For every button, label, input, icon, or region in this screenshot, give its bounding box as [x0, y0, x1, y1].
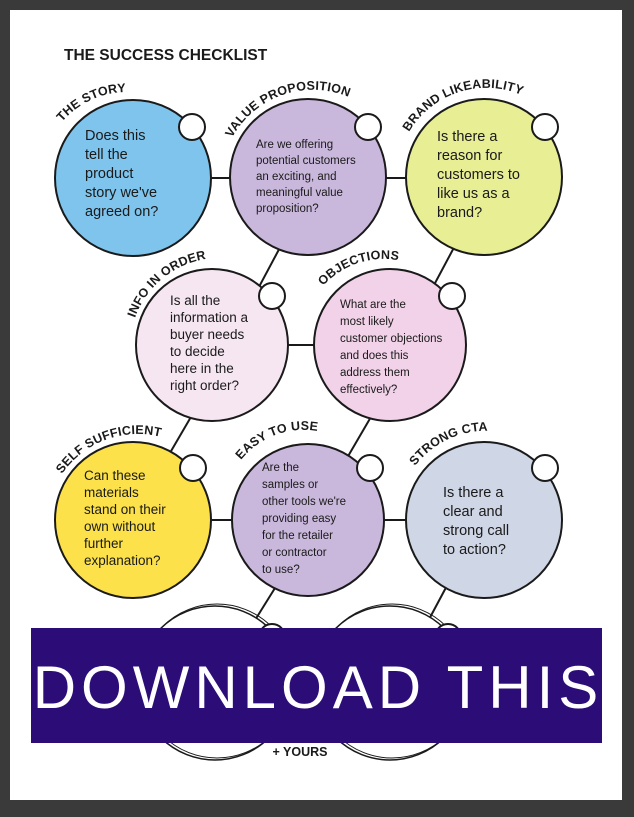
download-banner-text[interactable]: DOWNLOAD THIS — [33, 654, 604, 721]
value-question: Are we offering potential customers an e… — [256, 139, 359, 215]
download-banner[interactable]: DOWNLOAD THIS — [31, 628, 603, 743]
brand-question: Is there a reason for customers to like … — [437, 129, 524, 221]
objections-checkbox[interactable] — [438, 282, 466, 310]
checklist-item-strong-cta: STRONG CTA Is there a clear and strong c… — [405, 420, 563, 599]
cta-checkbox[interactable] — [531, 454, 559, 482]
cta-question: Is there a clear and strong call to acti… — [443, 485, 513, 558]
value-checkbox[interactable] — [354, 113, 382, 141]
yours-label: + YOURS — [273, 745, 328, 759]
info-question: Is all the information a buyer needs to … — [170, 293, 252, 393]
self-bubble — [54, 441, 212, 599]
info-bubble — [135, 268, 289, 422]
brand-bubble — [405, 98, 563, 256]
info-checkbox[interactable] — [258, 282, 286, 310]
download-banner-bg[interactable] — [31, 628, 602, 743]
value-bubble — [229, 98, 387, 256]
checklist-item-value-proposition: VALUE PROPOSITION Are we offering potent… — [222, 79, 387, 256]
checklist-item-the-story: THE STORY Does this tell the product sto… — [54, 81, 212, 257]
objections-question: What are the most likely customer object… — [340, 299, 445, 396]
checklist-item-objections: OBJECTIONS What are the most likely cust… — [313, 248, 467, 422]
story-checkbox[interactable] — [178, 113, 206, 141]
self-question: Can these materials stand on their own w… — [84, 468, 170, 568]
easy-checkbox[interactable] — [356, 454, 384, 482]
cta-bubble — [405, 441, 563, 599]
page-title: THE SUCCESS CHECKLIST — [64, 47, 268, 64]
easy-bubble — [231, 443, 385, 597]
self-checkbox[interactable] — [179, 454, 207, 482]
objections-bubble — [313, 268, 467, 422]
easy-question: Are the samples or other tools we're pro… — [262, 462, 349, 576]
story-question: Does this tell the product story we've a… — [85, 128, 161, 220]
story-bubble — [54, 99, 212, 257]
brand-checkbox[interactable] — [531, 113, 559, 141]
